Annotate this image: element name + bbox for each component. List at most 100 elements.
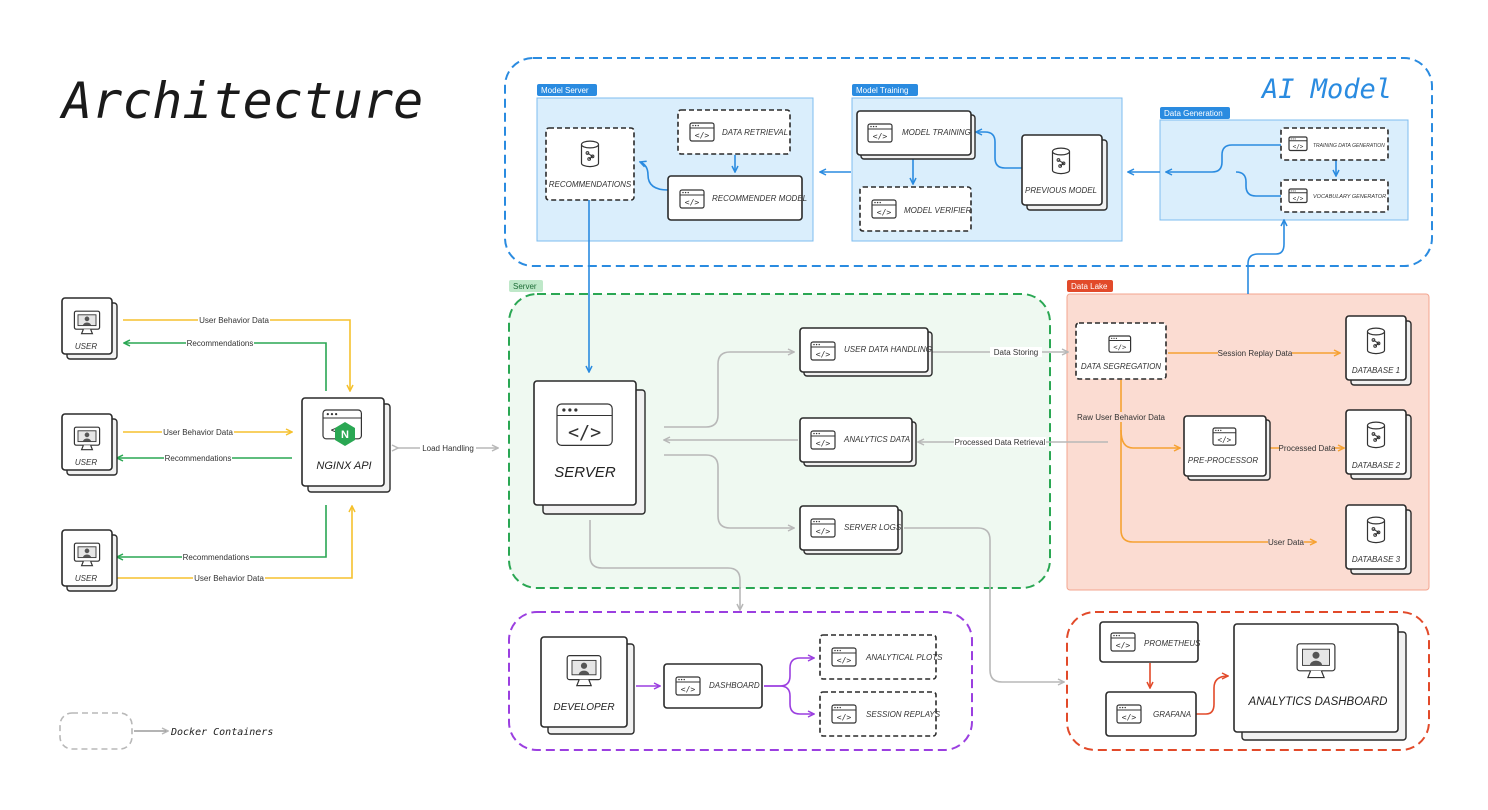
- node-developer-label: DEVELOPER: [553, 702, 614, 713]
- node-analytical-plots: [819, 634, 937, 680]
- edge-label-data-storing: Data Storing: [994, 348, 1038, 357]
- node-vocabulary-generator-label: VOCABULARY GENERATOR: [1313, 194, 1386, 200]
- node-nginx-label: NGINX API: [316, 460, 371, 472]
- node-data-retrieval: [677, 109, 791, 155]
- svg-text:</>: </>: [1293, 195, 1304, 202]
- node-user3-label: USER: [75, 574, 97, 583]
- edge-label-user3-recommendations: Recommendations: [183, 553, 250, 562]
- edge-nginx-to-user1: [124, 343, 327, 391]
- node-training-data-generation-label: TRAINING DATA GENERATION: [1313, 143, 1385, 149]
- edge-dashboard-to-plots: [764, 658, 814, 687]
- svg-text:</>: </>: [1122, 713, 1137, 722]
- edge-label-processed-data: Processed Data: [1279, 444, 1336, 453]
- model-training-code-icon: </>: [867, 123, 893, 143]
- developer-monitor-icon: [566, 654, 602, 687]
- edge-logs-to-monitoring: [904, 527, 1064, 682]
- edge-server-to-logs: [664, 454, 794, 528]
- svg-text:</>: </>: [1113, 343, 1127, 352]
- edge-label-bg: [1078, 412, 1166, 422]
- edge-label-user-data: User Data: [1268, 538, 1305, 547]
- edge-user1-to-nginx: [123, 319, 350, 391]
- svg-text:</>: </>: [873, 132, 888, 141]
- svg-text:</>: </>: [816, 527, 831, 536]
- data-lake-tag: [1067, 280, 1113, 292]
- analytics-data-code-icon: </>: [810, 430, 836, 450]
- model-server-tag: [537, 84, 597, 96]
- training-data-code-icon: </>: [1288, 136, 1308, 152]
- svg-text:</>: </>: [877, 208, 892, 217]
- node-database2-label: DATABASE 2: [1352, 461, 1401, 470]
- data-lake-tag-label: Data Lake: [1071, 282, 1108, 291]
- node-data-segregation-label: DATA SEGREGATION: [1081, 362, 1161, 371]
- data-generation-tag: [1160, 107, 1230, 119]
- node-session-replays-label: SESSION REPLAYS: [866, 710, 941, 719]
- node-database3-label: DATABASE 3: [1352, 555, 1401, 564]
- node-prometheus: [1099, 621, 1199, 663]
- node-model-training-label: MODEL TRAINING: [902, 128, 971, 137]
- model-training-tag-label: Model Training: [856, 86, 908, 95]
- edge-vocabulary-out: [1235, 171, 1282, 197]
- node-recommendations-label: RECOMMENDATIONS: [549, 180, 632, 189]
- node-server-label: SERVER: [554, 464, 616, 481]
- node-vocabulary-generator: [1280, 179, 1389, 213]
- edge-label-bg: [1218, 348, 1292, 358]
- node-dashboard-label: DASHBOARD: [709, 681, 760, 690]
- pre-processor-code-icon: </>: [1212, 427, 1237, 446]
- node-user-data-handling: [799, 327, 933, 377]
- svg-text:</>: </>: [837, 713, 852, 722]
- edge-label-bg: [193, 573, 265, 583]
- svg-text:</>: </>: [695, 131, 710, 140]
- edge-label-user2-behavior: User Behavior Data: [163, 428, 233, 437]
- database-3-icon: [1366, 516, 1386, 544]
- database-2-icon: [1366, 421, 1386, 449]
- edge-label-bg: [162, 427, 234, 437]
- edge-segregation-to-preprocessor: [1120, 429, 1180, 448]
- edge-recommender-to-recommendations: [640, 162, 669, 191]
- edge-label-user1-behavior: User Behavior Data: [199, 316, 269, 325]
- edge-label-bg: [990, 347, 1042, 357]
- node-previous-model: [1021, 134, 1108, 211]
- svg-text:</>: </>: [1116, 641, 1131, 650]
- svg-text:</>: </>: [837, 656, 852, 665]
- nginx-logo-icon: N: [335, 422, 355, 446]
- svg-text:</>: </>: [1293, 143, 1304, 150]
- edge-label-user3-behavior: User Behavior Data: [194, 574, 264, 583]
- analytical-plots-code-icon: </>: [831, 647, 857, 667]
- edge-label-bg: [420, 443, 476, 453]
- edge-label-user2-recommendations: Recommendations: [165, 454, 232, 463]
- edge-label-user1-recommendations: Recommendations: [187, 339, 254, 348]
- node-analytics-dashboard-label: ANALYTICS DASHBOARD: [1248, 696, 1388, 708]
- edge-nginx-to-user3: [117, 505, 327, 557]
- page-title: Architecture: [59, 72, 423, 130]
- vocabulary-code-icon: </>: [1288, 188, 1308, 204]
- user-data-code-icon: </>: [810, 341, 836, 361]
- user-monitor-icon: [73, 542, 101, 567]
- legend-docker-swatch: [59, 712, 133, 750]
- edge-grafana-to-dashboard: [1196, 676, 1228, 715]
- model-verifier-code-icon: </>: [871, 199, 897, 219]
- node-recommender-model-label: RECOMMENDER MODEL: [712, 194, 807, 203]
- dashboard-code-icon: </>: [675, 676, 701, 696]
- edge-label-bg: [954, 437, 1046, 447]
- developer-container: [508, 611, 973, 751]
- node-user-data-handling-label: USER DATA HANDLING: [844, 345, 932, 354]
- node-recommender-model: [667, 175, 803, 221]
- edge-label-bg: [164, 453, 232, 463]
- svg-text:</>: </>: [568, 423, 601, 444]
- svg-text:</>: </>: [1218, 435, 1232, 444]
- recommendations-database-icon: [580, 140, 600, 168]
- node-model-verifier: [859, 186, 972, 232]
- svg-text:</>: </>: [816, 350, 831, 359]
- edge-label-bg: [1268, 537, 1304, 547]
- node-analytics-dashboard: [1233, 623, 1407, 741]
- edge-segregation-to-db3: [1120, 380, 1316, 542]
- previous-model-database-icon: [1051, 147, 1071, 175]
- node-dashboard: [663, 663, 763, 709]
- data-retrieval-code-icon: </>: [689, 122, 715, 142]
- node-grafana-label: GRAFANA: [1153, 710, 1191, 719]
- server-window-icon: </>: [556, 403, 613, 447]
- legend-label: Docker Containers: [170, 727, 273, 738]
- edge-label-session-replay: Session Replay Data: [1218, 349, 1293, 358]
- database-1-icon: [1366, 327, 1386, 355]
